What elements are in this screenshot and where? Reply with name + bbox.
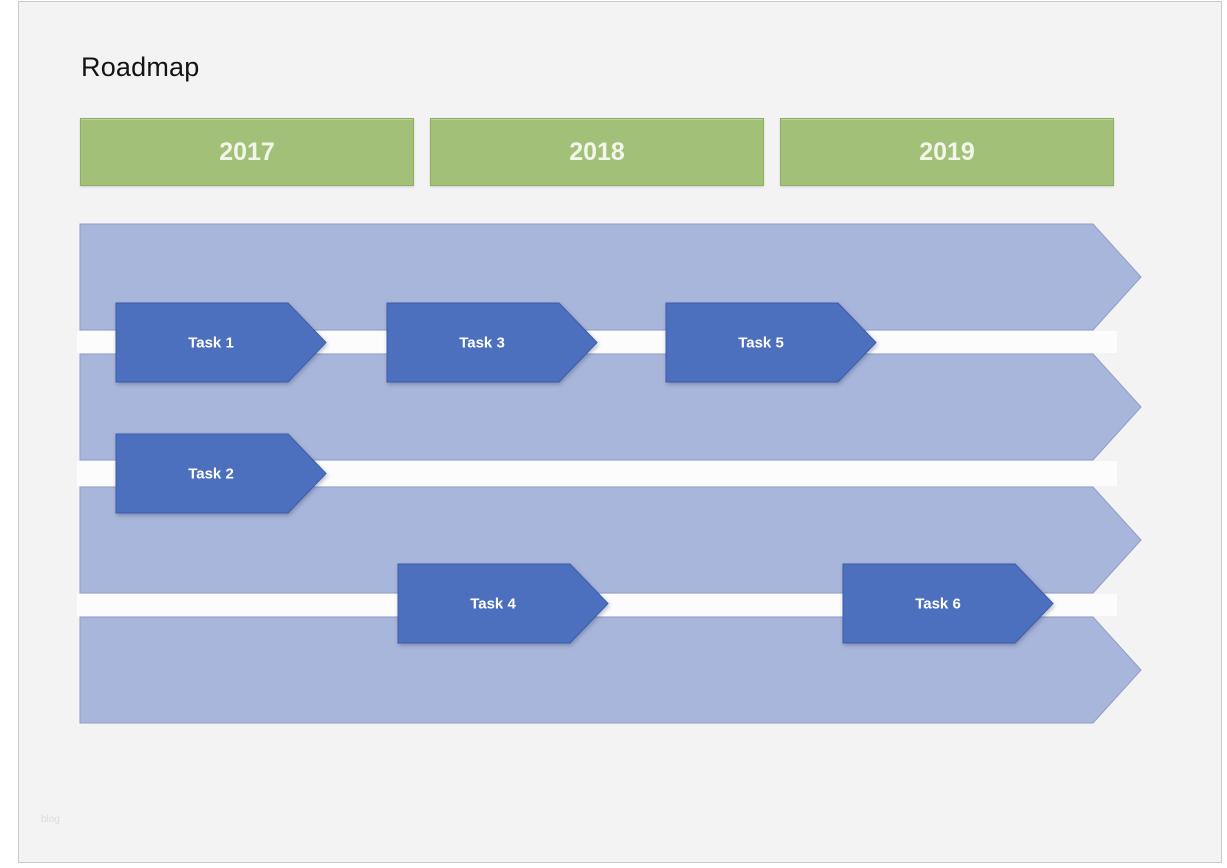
year-header-2019: 2019 [780,118,1114,186]
task-arrow-2: Task 2 [115,433,327,514]
year-header-2018: 2018 [430,118,764,186]
task-arrow-5: Task 5 [665,302,877,383]
task-arrow-shape [386,302,598,383]
year-header-2017: 2017 [80,118,414,186]
task-arrow-1: Task 1 [115,302,327,383]
task-arrow-4: Task 4 [397,563,609,644]
roadmap-diagram: Task 1 Task 3 Task 5 Task 2 Task 4 Task [77,223,1142,724]
task-arrow-shape [115,302,327,383]
task-arrow-label: Task 4 [470,596,516,613]
task-arrow-3: Task 3 [386,302,598,383]
slide-page: Roadmap 2017 2018 2019 Task 1 [18,1,1222,863]
task-arrow-label: Task 5 [738,335,784,352]
year-label: 2018 [569,137,625,166]
task-arrow-shape [665,302,877,383]
page-title: Roadmap [81,52,200,82]
timeline-lane-2 [79,353,1142,461]
year-label: 2017 [219,137,275,166]
task-arrow-6: Task 6 [842,563,1054,644]
task-arrow-shape [397,563,609,644]
task-arrow-shape [115,433,327,514]
task-arrow-label: Task 2 [188,466,234,483]
timeline-lane-1 [79,223,1142,331]
task-arrow-label: Task 1 [188,335,234,352]
task-arrow-label: Task 3 [459,335,505,352]
year-label: 2019 [919,137,975,166]
task-arrow-shape [842,563,1054,644]
task-arrow-label: Task 6 [915,596,961,613]
watermark: blog [41,814,60,825]
